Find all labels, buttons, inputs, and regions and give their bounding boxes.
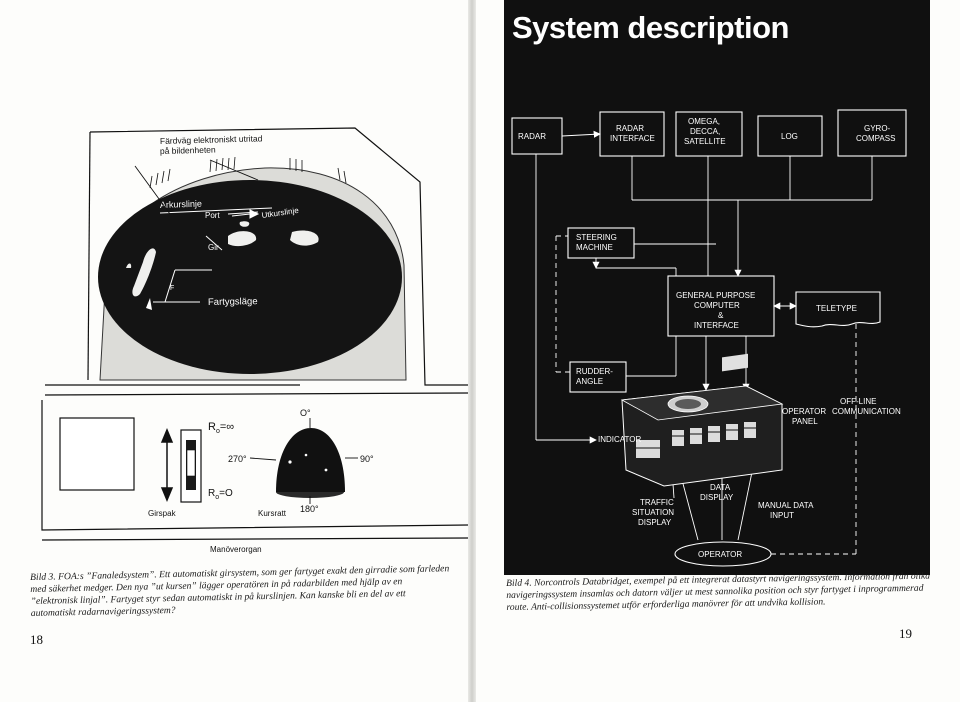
caption-label: Bild 3. bbox=[30, 571, 56, 583]
label-gp-1: GENERAL PURPOSE bbox=[676, 291, 755, 300]
label-f: F bbox=[170, 285, 174, 292]
caption-text: Norcontrols Databridget, exempel på ett … bbox=[506, 570, 931, 613]
label-steering-2: MACHINE bbox=[576, 243, 613, 252]
label-port: Port bbox=[205, 211, 220, 220]
label-radar-interface-1: RADAR bbox=[616, 124, 644, 133]
label-gp-3: & bbox=[718, 311, 724, 320]
label-radar: RADAR bbox=[518, 132, 546, 141]
label-rudder-1: RUDDER- bbox=[576, 367, 613, 376]
radar-console-illustration: Arkurslinje Port Utkurslinje Gir F Farty… bbox=[41, 127, 468, 554]
label-gp-4: INTERFACE bbox=[694, 321, 739, 330]
label-omega-2: DECCA, bbox=[690, 127, 720, 136]
label-offline-1: OFF-LINE bbox=[840, 397, 876, 406]
box-steering-machine bbox=[567, 227, 635, 259]
label-rudder-2: ANGLE bbox=[576, 377, 603, 386]
label-r-infinity: Ro=∞ bbox=[208, 421, 234, 435]
label-log: LOG bbox=[781, 132, 798, 141]
radar-screen bbox=[98, 180, 402, 374]
book-gutter bbox=[468, 0, 476, 702]
label-teletype: TELETYPE bbox=[816, 304, 857, 313]
label-operator: OPERATOR bbox=[698, 550, 742, 559]
operator-console-illustration bbox=[620, 353, 784, 487]
label-data-display-2: DISPLAY bbox=[700, 493, 734, 502]
kursratt-knob bbox=[276, 428, 345, 498]
right-page: System description bbox=[476, 0, 960, 702]
label-offline-2: COMMUNICATION bbox=[832, 407, 901, 416]
label-omega-1: OMEGA, bbox=[688, 117, 720, 126]
label-operator-panel-2: PANEL bbox=[792, 417, 818, 426]
label-gir: Gir bbox=[208, 243, 219, 252]
label-gyro-2: COMPASS bbox=[856, 134, 895, 143]
dial-label-270: 270° bbox=[228, 454, 247, 464]
label-girspak: Girspak bbox=[148, 509, 177, 518]
label-manoverorgan: Manöverorgan bbox=[210, 545, 262, 554]
label-operator-panel-1: OPERATOR bbox=[782, 407, 826, 416]
caption-label: Bild 4. bbox=[506, 577, 532, 589]
label-kursratt: Kursratt bbox=[258, 509, 287, 518]
callout-title-line1: Färdväg elektroniskt utritad bbox=[160, 133, 263, 146]
callout-title-line2: på bildenheten bbox=[160, 145, 216, 156]
label-manual-1: MANUAL DATA bbox=[758, 501, 814, 510]
girspak-lever bbox=[180, 429, 202, 503]
dial-label-180: 180° bbox=[300, 504, 319, 514]
box-teletype bbox=[795, 291, 881, 328]
label-radar-interface-2: INTERFACE bbox=[610, 134, 655, 143]
caption-text: FOA:s ”Fanaledsystem”. Ett automatiskt g… bbox=[30, 563, 450, 619]
left-page: Arkurslinje Port Utkurslinje Gir F Farty… bbox=[0, 0, 468, 702]
label-indicator: INDICATOR bbox=[598, 435, 641, 444]
land-echoes bbox=[126, 221, 319, 297]
label-omega-3: SATELLITE bbox=[684, 137, 726, 146]
label-traffic-1: TRAFFIC bbox=[640, 498, 674, 507]
girspak-double-arrow-icon bbox=[160, 428, 174, 502]
label-r-zero: Ro=O bbox=[208, 488, 233, 501]
label-steering-1: STEERING bbox=[576, 233, 617, 242]
dial-label-90: 90° bbox=[360, 454, 374, 464]
label-data-display-1: DATA bbox=[710, 483, 731, 492]
system-description-diagram: System description bbox=[504, 0, 930, 575]
label-traffic-2: SITUATION bbox=[632, 508, 674, 517]
label-arkurslinje: Arkurslinje bbox=[160, 199, 202, 210]
box-omega bbox=[675, 111, 743, 157]
label-gyro-1: GYRO- bbox=[864, 124, 891, 133]
dial-label-0: O° bbox=[300, 408, 311, 418]
label-traffic-3: DISPLAY bbox=[638, 518, 672, 527]
box-rudder-angle bbox=[569, 361, 627, 393]
display-window bbox=[59, 417, 135, 491]
page-number: 19 bbox=[899, 626, 912, 641]
ship-marker-icon bbox=[146, 298, 152, 310]
diagram-title: System description bbox=[512, 10, 789, 45]
label-manual-2: INPUT bbox=[770, 511, 794, 520]
label-gp-2: COMPUTER bbox=[694, 301, 740, 310]
page-number: 18 bbox=[30, 632, 43, 647]
figure-caption-bild-3: Bild 3. FOA:s ”Fanaledsystem”. Ett autom… bbox=[30, 563, 451, 620]
label-fartygslage: Fartygsläge bbox=[208, 296, 258, 308]
figure-caption-bild-4: Bild 4. Norcontrols Databridget, exempel… bbox=[506, 570, 937, 613]
